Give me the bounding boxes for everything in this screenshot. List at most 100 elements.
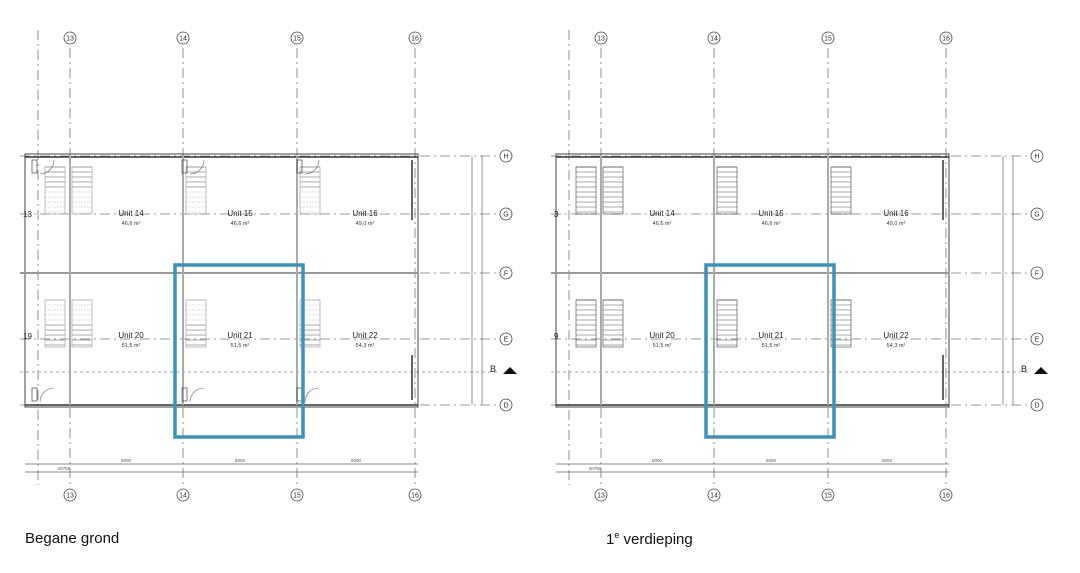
dimension-total: 40750 xyxy=(589,466,602,471)
staircase xyxy=(575,299,597,348)
unit-area: 46,6 m² xyxy=(231,221,250,227)
door-leaf xyxy=(296,159,303,174)
grid-label: E xyxy=(1035,337,1040,344)
unit-area: 46,6 m² xyxy=(653,221,672,227)
unit-name: Unit 22 xyxy=(883,331,909,340)
unit-name: Unit 16 xyxy=(352,209,378,218)
unit-name: Unit 21 xyxy=(227,331,253,340)
grid-bubble xyxy=(707,488,721,502)
staircase xyxy=(71,299,93,348)
grid-bubble xyxy=(499,207,513,221)
door-leaf xyxy=(181,387,188,402)
dimension-label: 6000 xyxy=(351,458,362,463)
door-swing xyxy=(304,387,320,403)
staircase xyxy=(44,299,66,348)
staircase xyxy=(716,166,738,215)
dimension-label: 6000 xyxy=(766,458,777,463)
partial-unit-label: 9 xyxy=(554,332,559,341)
grid-bubble xyxy=(821,31,835,45)
building-outline xyxy=(24,153,419,408)
staircase xyxy=(299,166,321,215)
grid-label: 16 xyxy=(411,493,419,500)
door-leaf xyxy=(181,159,188,174)
grid-bubble xyxy=(499,332,513,346)
unit-area: 51,5 m² xyxy=(231,343,250,349)
staircase xyxy=(44,166,66,215)
caption-ground-floor: Begane grond xyxy=(25,530,120,547)
staircase xyxy=(716,299,738,348)
unit-area: 49,0 m² xyxy=(887,221,906,227)
grid-label: 14 xyxy=(710,493,718,500)
door-swing xyxy=(39,159,55,175)
dimension-label: 6000 xyxy=(882,458,893,463)
stair-outline xyxy=(299,299,321,348)
grid-bubble xyxy=(1030,207,1044,221)
grid-label: 16 xyxy=(411,36,419,43)
unit-area: 51,5 m² xyxy=(653,343,672,349)
grid-label: 14 xyxy=(710,36,718,43)
unit-area: 49,0 m² xyxy=(356,221,375,227)
grid-bubble xyxy=(1030,149,1044,163)
unit-area: 46,6 m² xyxy=(762,221,781,227)
grid-bubble xyxy=(594,31,608,45)
grid-label: 15 xyxy=(293,493,301,500)
grid-bubble xyxy=(499,266,513,280)
grid-label: F xyxy=(504,271,508,278)
door-swing xyxy=(304,159,320,175)
grid-label: D xyxy=(1034,403,1039,410)
unit-name: Unit 20 xyxy=(118,331,144,340)
caption-number: 1 xyxy=(606,531,615,548)
stair-outline xyxy=(44,299,66,348)
staircase xyxy=(575,166,597,215)
partial-unit-label: 19 xyxy=(23,332,32,341)
grid-label: 16 xyxy=(942,36,950,43)
grid-bubble xyxy=(290,488,304,502)
unit-name: Unit 15 xyxy=(227,209,253,218)
grid-bubble xyxy=(408,488,422,502)
stair-outline xyxy=(185,299,207,348)
grid-label: 15 xyxy=(824,36,832,43)
highlight-unit-21 xyxy=(173,263,305,439)
stair-outline xyxy=(716,299,738,348)
grid-label: 13 xyxy=(66,493,74,500)
highlight-unit-21 xyxy=(704,263,836,439)
staircase xyxy=(602,166,624,215)
grid-label: F xyxy=(1035,271,1039,278)
grid-bubble xyxy=(1030,266,1044,280)
caption-text: verdieping xyxy=(619,531,693,548)
grid-label: 16 xyxy=(942,493,950,500)
grid-label: H xyxy=(1034,154,1039,161)
dimension-label: 6000 xyxy=(652,458,663,463)
unit-name: Unit 14 xyxy=(118,209,144,218)
grid-label: 13 xyxy=(597,36,605,43)
stair-outline xyxy=(299,166,321,215)
grid-bubble xyxy=(290,31,304,45)
stair-outline xyxy=(71,299,93,348)
unit-area: 51,5 m² xyxy=(122,343,141,349)
grid-bubble xyxy=(1030,332,1044,346)
door-leaf xyxy=(31,159,38,174)
grid-label: 13 xyxy=(66,36,74,43)
section-label: B xyxy=(490,364,496,374)
door-swing xyxy=(189,387,205,403)
door-swing xyxy=(189,159,205,175)
dimension-total: 40750 xyxy=(58,466,71,471)
stair-outline xyxy=(44,166,66,215)
unit-area: 46,6 m² xyxy=(122,221,141,227)
grid-bubble xyxy=(594,488,608,502)
grid-label: D xyxy=(503,403,508,410)
unit-name: Unit 14 xyxy=(649,209,675,218)
stair-outline xyxy=(575,166,597,215)
grid-bubble xyxy=(939,488,953,502)
unit-area: 51,5 m² xyxy=(762,343,781,349)
dimension-label: 6000 xyxy=(235,458,246,463)
grid-bubble xyxy=(821,488,835,502)
unit-name: Unit 16 xyxy=(883,209,909,218)
unit-name: Unit 20 xyxy=(649,331,675,340)
caption-superscript: e xyxy=(614,530,620,540)
grid-bubble xyxy=(63,488,77,502)
unit-area: 54,3 m² xyxy=(356,343,375,349)
